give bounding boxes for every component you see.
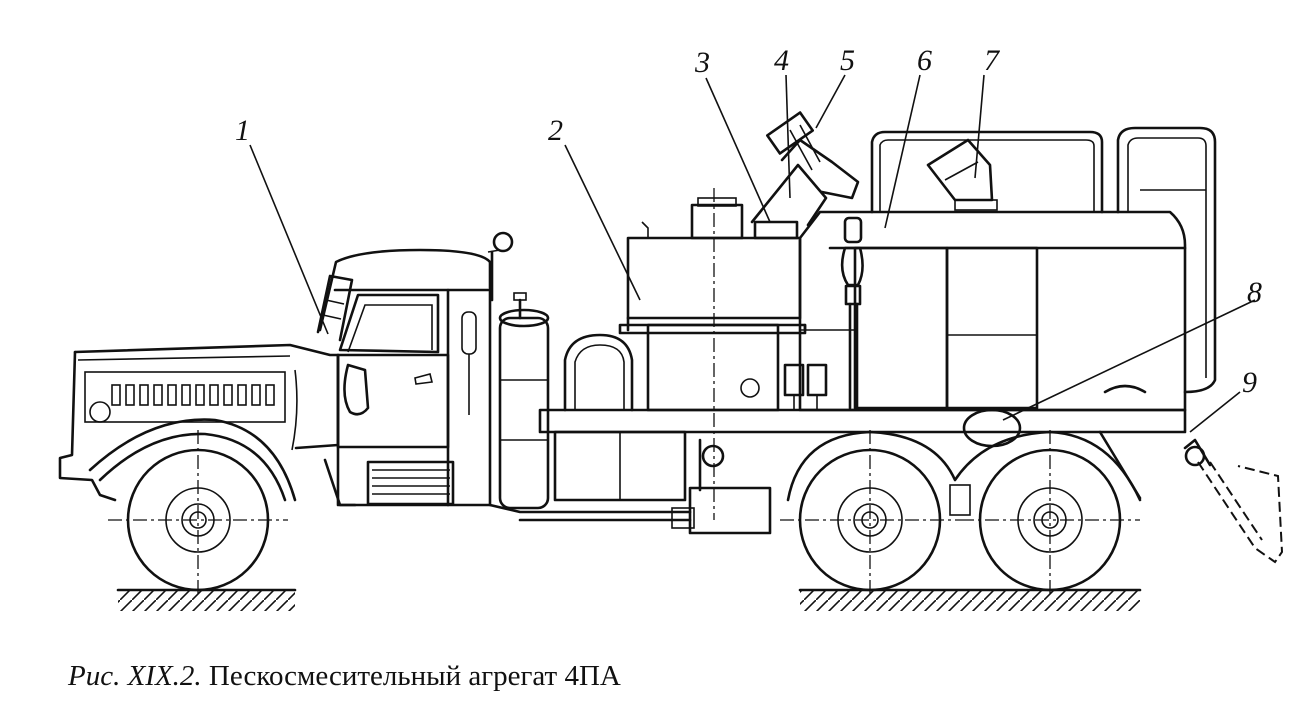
auger-elevator — [750, 111, 860, 227]
ground-rear — [798, 588, 1142, 611]
callout-2: 2 — [548, 114, 563, 147]
rear-fenders — [786, 430, 1142, 516]
chassis-frame — [488, 408, 1187, 522]
hood — [58, 343, 340, 502]
mixer-hopper — [618, 197, 807, 412]
roof-hatch — [926, 138, 998, 211]
valves — [783, 363, 828, 410]
standpipe — [840, 216, 864, 410]
cab-step — [323, 458, 455, 507]
callout-8: 8 — [1247, 276, 1262, 309]
roof-frames — [870, 126, 1217, 394]
callout-9: 9 — [1242, 366, 1257, 399]
callout-7: 7 — [984, 44, 1001, 77]
callout-4: 4 — [774, 44, 789, 77]
caption-text: Пескосмесительный агрегат 4ПА — [208, 660, 621, 692]
callout-5: 5 — [840, 44, 855, 77]
ground-front — [116, 588, 297, 611]
cylinder-tank — [498, 292, 550, 510]
callout-6: 6 — [917, 44, 932, 77]
caption-prefix: Рис. XIX.2. — [68, 660, 202, 692]
discharge-chute — [1183, 438, 1284, 564]
figure-caption: Рис. XIX.2. Пескосмесительный агрегат 4П… — [68, 660, 621, 693]
grille-vents — [89, 384, 275, 423]
main-tank — [798, 210, 1187, 412]
cab — [316, 231, 514, 507]
handrail-arch — [563, 333, 634, 412]
frame-boxes — [553, 430, 772, 535]
leader-lines — [249, 74, 1256, 433]
truck-diagram: 1 2 3 4 5 6 7 8 9 — [58, 44, 1284, 611]
callout-3: 3 — [694, 46, 710, 79]
centerlines — [108, 188, 1140, 595]
callout-1: 1 — [235, 114, 250, 147]
